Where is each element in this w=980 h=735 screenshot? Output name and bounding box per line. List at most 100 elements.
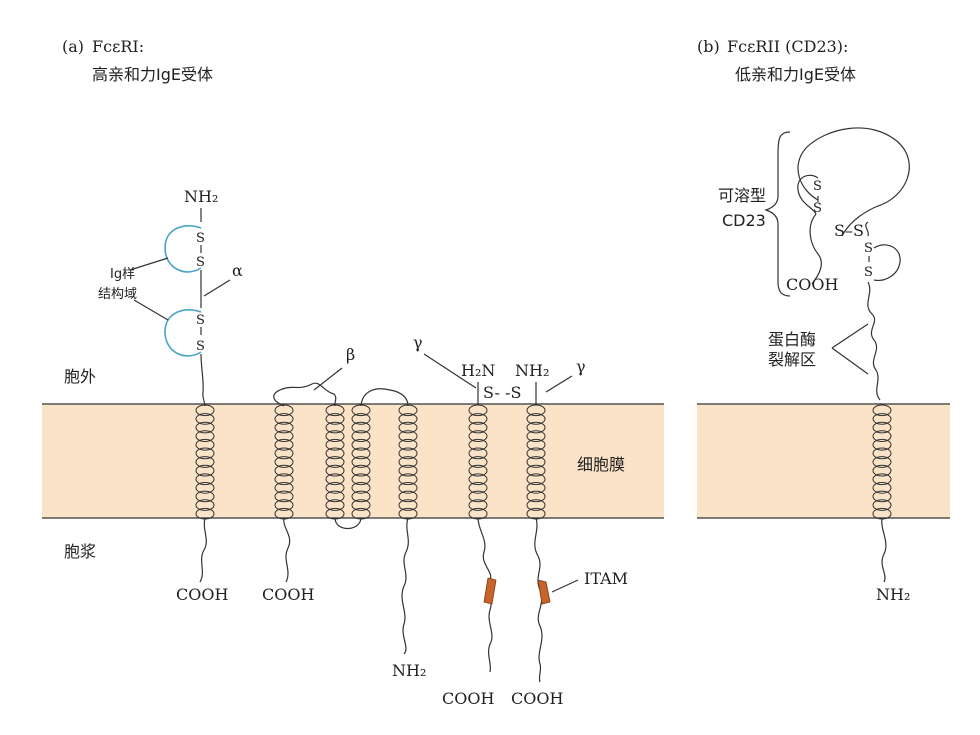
gamma1-label: γ xyxy=(413,333,423,352)
panel-b-subtitle: 低亲和力IgE受体 xyxy=(735,65,856,84)
helix-turn xyxy=(325,473,345,486)
svg-text:S: S xyxy=(864,265,873,280)
helix-turn xyxy=(872,421,892,434)
soluble-label-line2: CD23 xyxy=(722,211,766,230)
helix-turn xyxy=(872,499,892,511)
helix-turn xyxy=(351,499,371,511)
ig-domain-label-line2: 结构域 xyxy=(98,287,137,302)
gamma1-h2n-label: H₂N xyxy=(461,361,495,380)
alpha-chain: NH₂ S S S S COOH Ig样 结构域 α xyxy=(98,187,243,604)
helix-turn xyxy=(468,447,488,460)
svg-text:S: S xyxy=(813,179,822,194)
svg-text:S: S xyxy=(813,201,822,216)
helix-turn xyxy=(195,464,215,477)
helix-turn xyxy=(526,473,546,486)
helix-turn xyxy=(195,413,215,425)
cytoplasm-label: 胞浆 xyxy=(64,542,96,561)
helix-turn xyxy=(274,456,294,468)
helix-turn xyxy=(195,482,215,494)
protease-label-line1: 蛋白酶 xyxy=(768,330,816,349)
helix-turn xyxy=(195,490,215,503)
helix-turn xyxy=(398,490,418,503)
helix-turn xyxy=(526,438,546,451)
helix-turn xyxy=(872,473,892,486)
helix-turn xyxy=(398,482,418,494)
helix-turn xyxy=(398,456,418,468)
helix-turn xyxy=(526,482,546,494)
helix-turn xyxy=(325,413,345,425)
helix-turn xyxy=(398,421,418,434)
helix-turn xyxy=(872,404,892,417)
helix-turn xyxy=(351,438,371,451)
cd23-nh2-label: NH₂ xyxy=(876,585,910,604)
svg-text:S: S xyxy=(196,255,205,270)
alpha-cooh-label: COOH xyxy=(176,585,228,604)
beta-nh2-label: NH₂ xyxy=(392,661,426,680)
helix-turn xyxy=(526,430,546,442)
helix-turn xyxy=(526,421,546,434)
helix-turn xyxy=(274,447,294,460)
itam-label: ITAM xyxy=(584,569,628,588)
helix-turn xyxy=(872,447,892,460)
helix-turn xyxy=(468,456,488,468)
panel-a-receptor-name: FcεRI: xyxy=(92,37,144,56)
helix-turn xyxy=(274,490,294,503)
helix-turn xyxy=(195,499,215,511)
helix-turn xyxy=(325,438,345,451)
helix-turn xyxy=(195,421,215,434)
helix-turn xyxy=(274,464,294,477)
beta-cooh-label: COOH xyxy=(262,585,314,604)
svg-text:S: S xyxy=(196,231,205,246)
helix-turn xyxy=(274,404,294,417)
helix-turn xyxy=(351,421,371,434)
alpha-nh2-label: NH₂ xyxy=(184,187,218,206)
helix-turn xyxy=(398,404,418,417)
helix-turn xyxy=(468,473,488,486)
helix-turn xyxy=(351,507,371,520)
helix-turn xyxy=(351,473,371,486)
helix-turn xyxy=(274,499,294,511)
helix-turn xyxy=(468,490,488,503)
transmembrane-helix xyxy=(872,404,892,520)
cd23-chain: S S COOH S–S S S NH₂ 可溶型 CD23 蛋白酶 裂解区 xyxy=(718,127,910,604)
helix-turn xyxy=(468,499,488,511)
transmembrane-helix xyxy=(526,404,546,520)
helix-turn xyxy=(351,464,371,477)
helix-turn xyxy=(351,482,371,494)
cd23-ss-label: S–S xyxy=(834,221,864,240)
itam-gamma1 xyxy=(483,577,497,605)
helix-turn xyxy=(398,447,418,460)
helix-turn xyxy=(325,456,345,468)
helix-turn xyxy=(526,413,546,425)
helix-turn xyxy=(274,413,294,425)
helix-turn xyxy=(274,507,294,520)
membrane-label: 细胞膜 xyxy=(577,455,625,474)
gamma1-cooh-label: COOH xyxy=(442,689,494,708)
helix-turn xyxy=(468,430,488,442)
helix-turn xyxy=(526,404,546,417)
helix-turn xyxy=(195,473,215,486)
extracellular-label: 胞外 xyxy=(64,367,96,386)
helix-turn xyxy=(325,464,345,477)
helix-turn xyxy=(325,430,345,442)
helix-turn xyxy=(468,404,488,417)
helix-turn xyxy=(195,430,215,442)
helix-turn xyxy=(526,490,546,503)
helix-turn xyxy=(398,438,418,451)
helix-turn xyxy=(872,430,892,442)
helix-turn xyxy=(872,464,892,477)
helix-turn xyxy=(872,456,892,468)
alpha-label: α xyxy=(232,261,243,280)
helix-turn xyxy=(398,464,418,477)
disulfide-label: S- -S xyxy=(483,383,521,402)
helix-turn xyxy=(325,482,345,494)
transmembrane-helix xyxy=(398,404,418,520)
membrane-band-b xyxy=(697,404,950,518)
protease-label-line2: 裂解区 xyxy=(768,350,816,369)
helix-turn xyxy=(195,404,215,417)
helix-turn xyxy=(351,447,371,460)
transmembrane-helix xyxy=(195,404,215,520)
helix-turn xyxy=(274,438,294,451)
helix-turn xyxy=(872,482,892,494)
